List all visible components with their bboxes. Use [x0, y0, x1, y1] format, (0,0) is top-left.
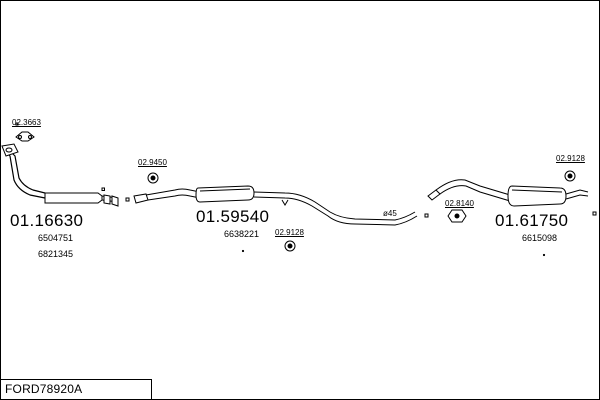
pipe-diameter-label: ø45: [383, 209, 397, 218]
hanger-1-core: [150, 175, 156, 181]
gasket-front-hole-1: [18, 135, 22, 139]
mid-hanger-bracket: [281, 199, 289, 206]
part-1-number: 01.16630: [10, 211, 84, 230]
mount-rear-mid-core: [454, 213, 460, 219]
rear-muffler-line: [511, 189, 563, 193]
title-box: FORD78920A: [0, 379, 152, 400]
front-gasket-marker: [15, 122, 19, 126]
rear-marker: [592, 211, 597, 216]
rear-muffler: [507, 185, 567, 207]
part-1-ref-2: 6821345: [38, 249, 74, 259]
rear-pipe: [435, 179, 511, 202]
dot-1: [241, 249, 245, 253]
mid-clamp: [133, 193, 149, 204]
front-cat-body: [44, 192, 103, 204]
mid-muffler-line: [199, 188, 251, 192]
front-small-marker: [101, 187, 105, 191]
part-1-ref-1: 6504751: [38, 233, 74, 243]
front-end-clamp: [103, 194, 119, 207]
rear-pipe-joint: [427, 189, 441, 201]
hanger-2-number: 02.9128: [275, 228, 304, 237]
hanger-rear-ring: [564, 170, 576, 182]
hanger-1-number: 02.9450: [138, 158, 167, 167]
part-2-ref-1: 6638221: [224, 229, 260, 239]
mount-rear-mid-number: 02.8140: [445, 199, 474, 208]
hanger-rear-number: 02.9128: [556, 154, 585, 163]
mid-pipe-a: [145, 188, 201, 201]
gasket-front-hole-2: [28, 135, 32, 139]
front-flange-hole: [5, 147, 13, 153]
mid-marker: [424, 213, 429, 218]
front-downpipe-inner: [8, 149, 46, 194]
hanger-rear-core: [567, 173, 573, 179]
hanger-2-ring: [284, 240, 296, 252]
front-downpipe: [3, 149, 46, 199]
gasket-front-number: 02.3663: [12, 118, 41, 127]
part-2-number: 01.59540: [196, 207, 270, 226]
hanger-2-core: [287, 243, 293, 249]
rear-tail: [565, 189, 589, 200]
hanger-1-ring: [147, 172, 159, 184]
part-3-ref-1: 6615098: [522, 233, 558, 243]
mid-pipe-b: [253, 191, 418, 226]
mid-muffler: [195, 185, 255, 203]
diagram-title: FORD78920A: [5, 382, 83, 396]
front-flange: [1, 143, 19, 157]
front-marker: [125, 197, 130, 202]
part-3-number: 01.61750: [495, 211, 569, 230]
dot-2: [542, 253, 546, 257]
